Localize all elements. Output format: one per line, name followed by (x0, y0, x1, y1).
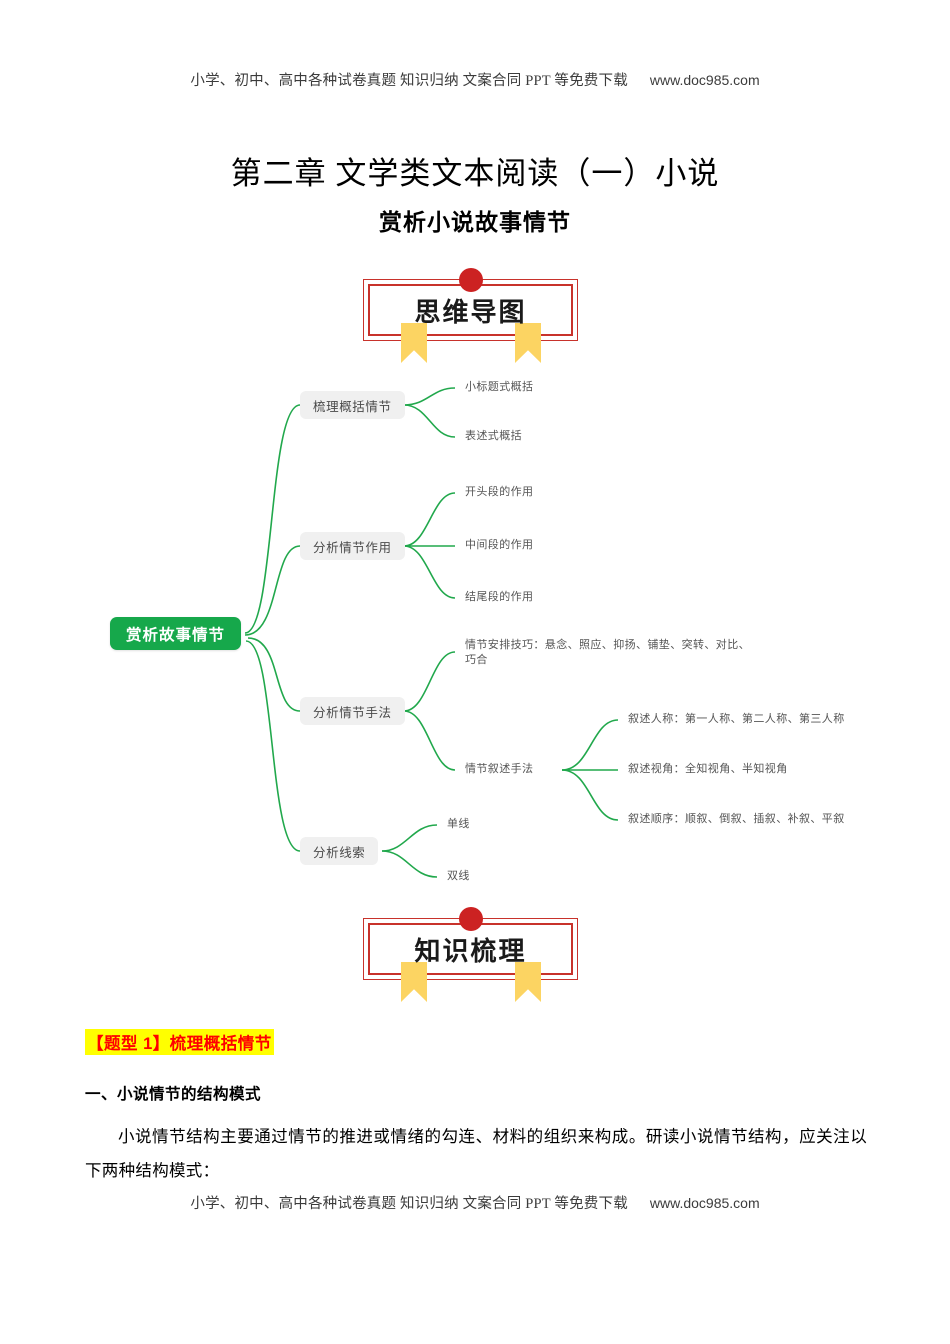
mindmap-leaf-4-1[interactable]: 单线 (447, 818, 470, 830)
mindmap-leaf-3-2[interactable]: 情节叙述手法 (465, 763, 534, 775)
mindmap-branch-1[interactable]: 梳理概括情节 (300, 391, 405, 419)
mindmap-leaf-1-2[interactable]: 表述式概括 (465, 430, 522, 442)
footer-watermark-text: 小学、初中、高中各种试卷真题 知识归纳 文案合同 PPT 等免费下载 (190, 1196, 628, 1212)
mindmap-branch-2-label: 分析情节作用 (313, 540, 392, 555)
mindmap-leaf-3-2-3[interactable]: 叙述顺序：顺叙、倒叙、插叙、补叙、平叙 (628, 813, 845, 825)
mindmap-root-label: 赏析故事情节 (126, 626, 226, 644)
mindmap-leaf-1-1[interactable]: 小标题式概括 (465, 381, 534, 393)
body-paragraph: 小说情节结构主要通过情节的推进或情绪的勾连、材料的组织来构成。研读小说情节结构，… (85, 1127, 867, 1180)
section-heading: 一、小说情节的结构模式 (85, 1086, 262, 1103)
mindmap-leaf-3-2-1[interactable]: 叙述人称：第一人称、第二人称、第三人称 (628, 713, 845, 725)
mindmap-branch-3[interactable]: 分析情节手法 (300, 697, 405, 725)
banner-mindmap: 思维导图 (363, 268, 578, 363)
red-dot-icon (458, 268, 483, 292)
mindmap-branch-3-label: 分析情节手法 (313, 705, 392, 720)
header-watermark-url: www.doc985.com (649, 72, 760, 88)
mindmap-connectors (244, 387, 619, 878)
mindmap-diagram: 赏析故事情节 梳理概括情节 分析情节作用 分析情节手法 分析线索 小标题式概括 … (0, 360, 950, 900)
footer-watermark: 小学、初中、高中各种试卷真题 知识归纳 文案合同 PPT 等免费下载 www.do… (0, 1192, 950, 1213)
question-type-heading: 【题型 1】梳理概括情节 (85, 1029, 274, 1055)
header-watermark: 小学、初中、高中各种试卷真题 知识归纳 文案合同 PPT 等免费下载 www.do… (0, 69, 950, 90)
banner-knowledge-label: 知识梳理 (414, 935, 527, 966)
red-dot-icon (458, 907, 483, 931)
mindmap-leaf-3-1[interactable]: 情节安排技巧：悬念、照应、抑扬、铺垫、突转、对比、巧合 (465, 639, 750, 666)
mindmap-leaf-2-2[interactable]: 中间段的作用 (465, 539, 534, 551)
mindmap-branch-4-label: 分析线索 (313, 845, 366, 860)
mindmap-leaf-2-3[interactable]: 结尾段的作用 (465, 591, 534, 603)
mindmap-root-node[interactable]: 赏析故事情节 (110, 617, 242, 650)
mindmap-branch-1-label: 梳理概括情节 (313, 399, 392, 414)
page-subtitle: 赏析小说故事情节 (379, 209, 571, 235)
mindmap-leaf-3-2-2[interactable]: 叙述视角：全知视角、半知视角 (628, 763, 788, 775)
mindmap-branch-4[interactable]: 分析线索 (300, 837, 379, 865)
header-watermark-text: 小学、初中、高中各种试卷真题 知识归纳 文案合同 PPT 等免费下载 (190, 73, 628, 89)
mindmap-branch-2[interactable]: 分析情节作用 (300, 532, 405, 560)
mindmap-leaf-4-2[interactable]: 双线 (447, 870, 470, 882)
mindmap-leaf-2-1[interactable]: 开头段的作用 (465, 486, 534, 498)
banner-mindmap-label: 思维导图 (414, 296, 527, 327)
page-title: 第二章 文学类文本阅读（一）小说 (230, 156, 720, 191)
banner-knowledge: 知识梳理 (363, 907, 578, 1002)
footer-watermark-url: www.doc985.com (649, 1195, 760, 1211)
